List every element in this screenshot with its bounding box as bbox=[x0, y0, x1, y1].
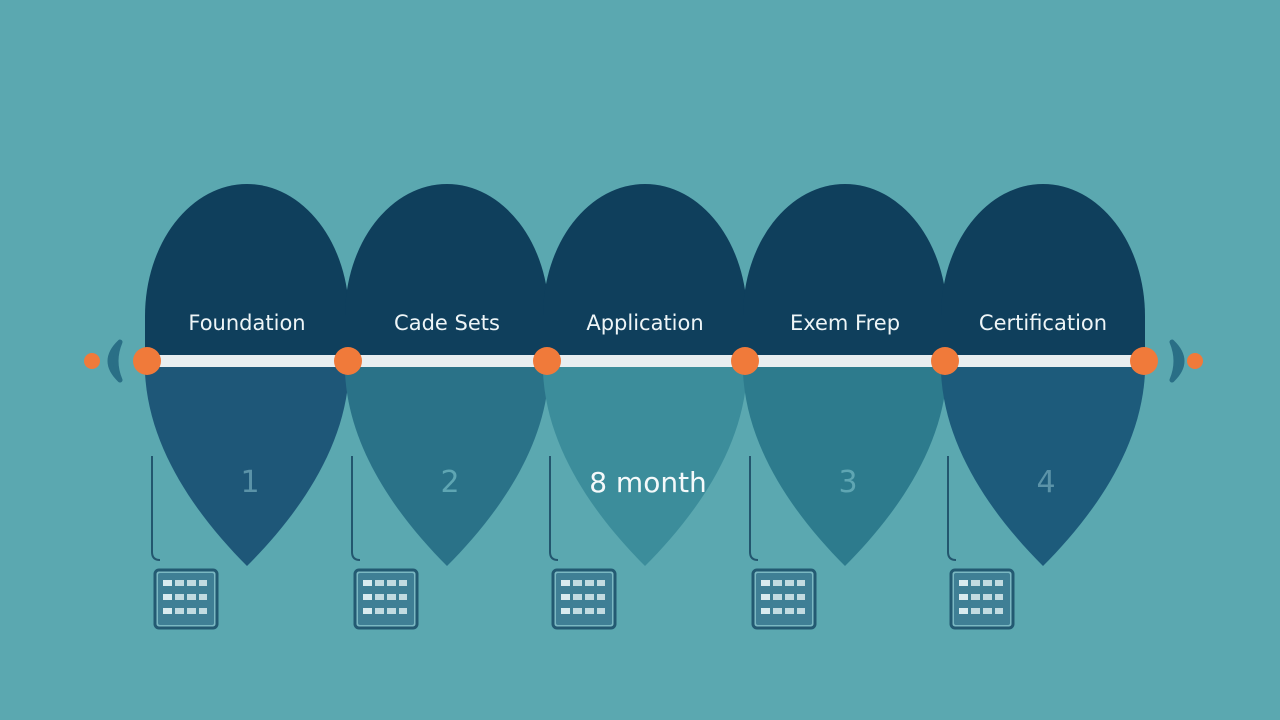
stage-pod bbox=[940, 184, 1146, 630]
arrow-left-icon bbox=[84, 339, 123, 383]
stage-number: 2 bbox=[440, 465, 459, 500]
pod-top bbox=[941, 184, 1145, 361]
server-panel-icon bbox=[551, 568, 617, 630]
pod-string bbox=[151, 456, 161, 561]
pod-string bbox=[549, 456, 559, 561]
server-panel-icon bbox=[949, 568, 1015, 630]
pod-bottom bbox=[144, 355, 350, 566]
pod-string bbox=[749, 456, 759, 561]
stage-labels: Foundation 1 Cade Sets 2 Application 8 month E… bbox=[188, 311, 1107, 500]
pod-bottom bbox=[742, 355, 948, 566]
server-panel-icon bbox=[751, 568, 817, 630]
pod-bottom bbox=[344, 355, 550, 566]
pod-top bbox=[743, 184, 947, 361]
pod-string bbox=[947, 456, 957, 561]
stage-pod bbox=[344, 184, 550, 630]
timeline-node bbox=[533, 347, 561, 375]
stage-number: 3 bbox=[838, 465, 857, 500]
pod-string bbox=[351, 456, 361, 561]
stage-duration: 8 month bbox=[589, 466, 707, 499]
timeline-node bbox=[931, 347, 959, 375]
stage-pod bbox=[542, 184, 748, 630]
stage-label: Application bbox=[586, 311, 703, 335]
stage-number: 4 bbox=[1036, 465, 1055, 500]
arrow-right-icon bbox=[1169, 339, 1203, 383]
stage-pods bbox=[144, 184, 1146, 630]
timeline-node bbox=[133, 347, 161, 375]
pod-top bbox=[543, 184, 747, 361]
stage-pod bbox=[742, 184, 948, 630]
server-panel-icon bbox=[153, 568, 219, 630]
server-panel-icon bbox=[353, 568, 419, 630]
stage-label: Foundation bbox=[188, 311, 305, 335]
stage-label: Certification bbox=[979, 311, 1107, 335]
stage-label: Exem Frep bbox=[790, 311, 900, 335]
pod-top bbox=[145, 184, 349, 361]
stage-number: 1 bbox=[240, 465, 259, 500]
stage-pod bbox=[144, 184, 350, 630]
pod-bottom bbox=[542, 355, 748, 566]
timeline-node bbox=[731, 347, 759, 375]
stage-label: Cade Sets bbox=[394, 311, 500, 335]
timeline-track bbox=[84, 339, 1203, 383]
timeline-node bbox=[334, 347, 362, 375]
pod-bottom bbox=[940, 355, 1146, 566]
pod-top bbox=[345, 184, 549, 361]
timeline-node bbox=[1130, 347, 1158, 375]
